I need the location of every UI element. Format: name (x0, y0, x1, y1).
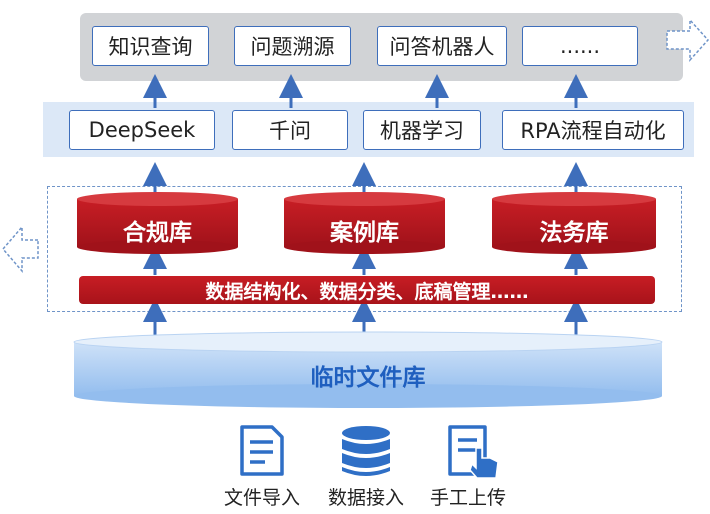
library-compliance[interactable]: 合规库 (123, 220, 192, 246)
tool-label: 千问 (269, 119, 311, 143)
right-arrow-icon (666, 18, 710, 62)
tool-deepseek[interactable]: DeepSeek (69, 110, 215, 150)
temp-library-label: 临时文件库 (310, 365, 426, 391)
library-case[interactable]: 案例库 (330, 220, 399, 246)
document-icon (240, 425, 284, 476)
library-cylinder (77, 192, 238, 254)
processing-bar: 数据结构化、数据分类、底稿管理…… (79, 276, 655, 304)
source-manual-upload: 手工上传 (429, 487, 506, 509)
processing-label: 数据结构化、数据分类、底稿管理…… (205, 280, 529, 303)
app-problem-tracing[interactable]: 问题溯源 (234, 26, 351, 66)
tool-rpa[interactable]: RPA流程自动化 (502, 110, 684, 150)
app-more[interactable]: ...... (522, 26, 638, 66)
app-label: ...... (559, 34, 601, 58)
hand-upload-icon (448, 425, 499, 479)
database-icon (342, 426, 390, 476)
app-label: 问答机器人 (389, 35, 495, 59)
library-legal[interactable]: 法务库 (539, 220, 609, 246)
source-data-access: 数据接入 (327, 487, 404, 509)
source-file-import: 文件导入 (223, 487, 300, 509)
app-knowledge-query[interactable]: 知识查询 (92, 26, 209, 66)
tool-label: 机器学习 (380, 119, 464, 143)
tool-qianwen[interactable]: 千问 (232, 110, 348, 150)
app-label: 知识查询 (108, 35, 193, 59)
library-cylinder (284, 192, 445, 254)
app-label: 问题溯源 (250, 35, 335, 59)
tool-label: DeepSeek (88, 118, 196, 142)
app-qa-robot[interactable]: 问答机器人 (377, 26, 507, 66)
tool-machine-learning[interactable]: 机器学习 (363, 110, 481, 150)
left-arrow-icon (2, 224, 39, 274)
tool-label: RPA流程自动化 (520, 119, 666, 143)
library-cylinder (492, 192, 656, 254)
temp-library-cylinder (73, 331, 663, 408)
